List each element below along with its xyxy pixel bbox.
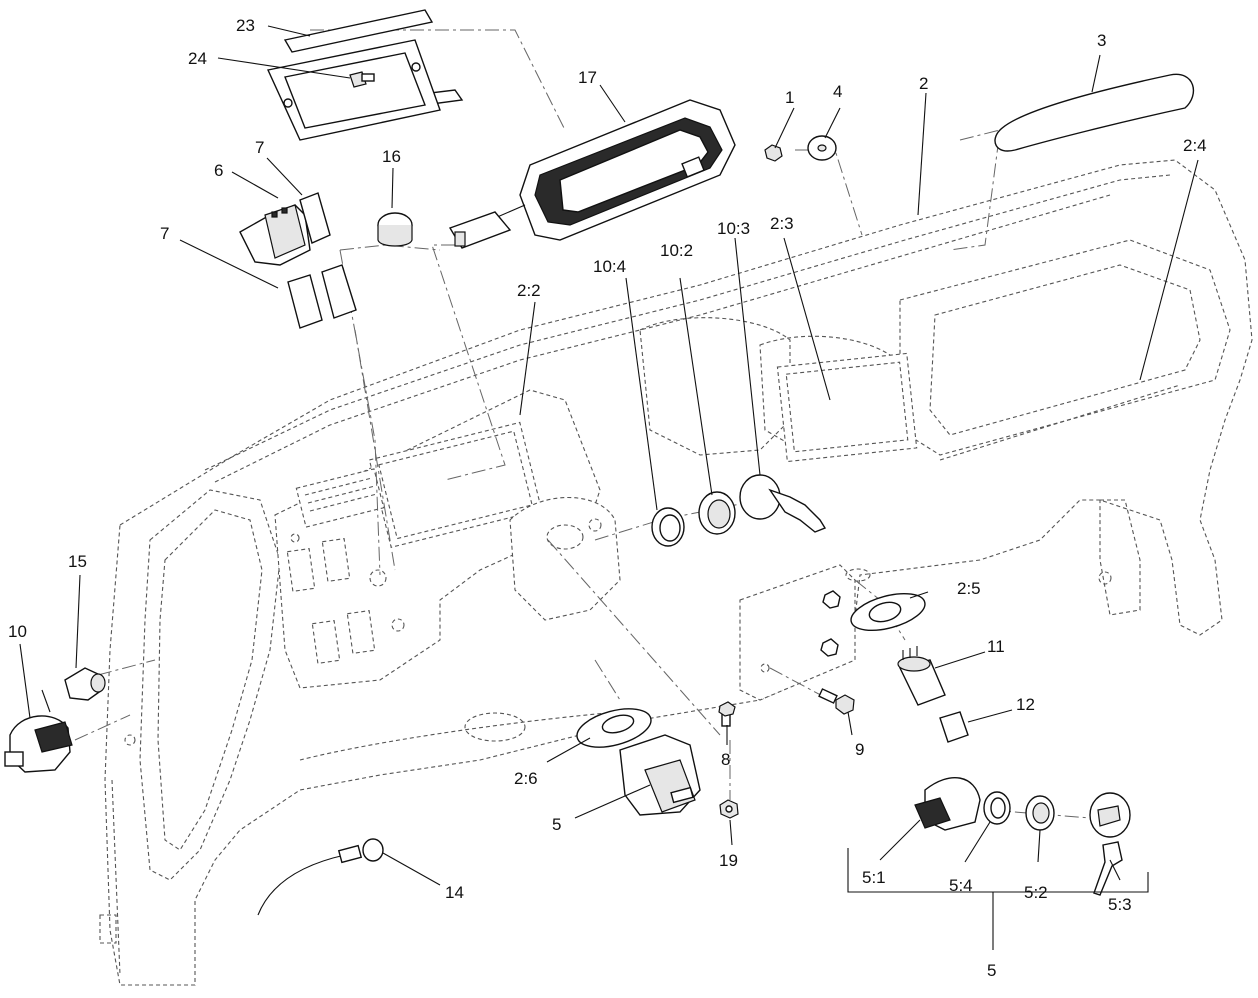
callout-labels: 23 24 17 1 4 2 3 2:4 6 7 16 7 2:3 10:3 1… bbox=[8, 16, 1207, 980]
callout-2: 2 bbox=[919, 74, 928, 93]
item-2-6-gasket bbox=[576, 708, 652, 748]
item-23-mounting-plate bbox=[266, 9, 464, 141]
callout-14: 14 bbox=[445, 883, 464, 902]
callout-2-6: 2:6 bbox=[514, 769, 538, 788]
callout-24: 24 bbox=[188, 49, 207, 68]
callout-4: 4 bbox=[833, 82, 842, 101]
item-12-cap bbox=[939, 711, 969, 743]
callout-7-bottom: 7 bbox=[160, 224, 169, 243]
item-10-key-switch bbox=[4, 689, 73, 773]
item-7-switch-cover-top bbox=[299, 192, 331, 244]
callout-5-1: 5:1 bbox=[862, 868, 886, 887]
item-11-switch bbox=[897, 646, 946, 706]
callout-1: 1 bbox=[785, 88, 794, 107]
callout-10-4: 10:4 bbox=[593, 257, 626, 276]
item-2-5-grommet bbox=[850, 592, 926, 632]
callout-10-2: 10:2 bbox=[660, 241, 693, 260]
callout-12: 12 bbox=[1016, 695, 1035, 714]
callout-7-top: 7 bbox=[255, 138, 264, 157]
item-19-nut bbox=[719, 799, 739, 819]
item-9-bolt bbox=[818, 688, 855, 715]
item-10-4-seal bbox=[651, 507, 685, 547]
callout-17: 17 bbox=[578, 68, 597, 87]
item-10-2-nut bbox=[698, 491, 736, 535]
item-10-3-key-cap bbox=[739, 474, 827, 533]
item-3-grab-handle bbox=[994, 73, 1195, 152]
item-15-indicator-light bbox=[64, 667, 106, 701]
callout-10: 10 bbox=[8, 622, 27, 641]
callout-6: 6 bbox=[214, 161, 223, 180]
switch-panel-insert bbox=[274, 389, 601, 689]
callout-5-main: 5 bbox=[552, 815, 561, 834]
item-5-ignition-switch bbox=[619, 734, 701, 816]
item-1-nut bbox=[764, 144, 783, 162]
leader-lines bbox=[19, 25, 1199, 950]
callout-10-3: 10:3 bbox=[717, 219, 750, 238]
item-5-4-washer bbox=[983, 791, 1011, 825]
callout-11: 11 bbox=[987, 637, 1005, 656]
item-5-1-switch-body bbox=[914, 776, 981, 831]
mounting-bracket bbox=[739, 564, 871, 701]
callout-5-3: 5:3 bbox=[1108, 895, 1132, 914]
callout-2-4: 2:4 bbox=[1183, 136, 1207, 155]
item-14-power-outlet bbox=[257, 838, 384, 916]
callout-3: 3 bbox=[1097, 31, 1106, 50]
item-6-rocker-switch bbox=[239, 204, 311, 266]
callout-16: 16 bbox=[382, 147, 401, 166]
callout-9: 9 bbox=[855, 740, 864, 759]
callout-23: 23 bbox=[236, 16, 255, 35]
item-5-3-cap-and-key bbox=[1089, 792, 1131, 896]
callout-5-2: 5:2 bbox=[1024, 883, 1048, 902]
item-16-button-cap bbox=[377, 212, 413, 247]
callout-5-4: 5:4 bbox=[949, 876, 973, 895]
callout-19: 19 bbox=[719, 851, 738, 870]
callout-8: 8 bbox=[721, 750, 730, 769]
callout-5-group: 5 bbox=[987, 961, 996, 980]
item-4-washer bbox=[807, 135, 837, 161]
callout-2-2: 2:2 bbox=[517, 281, 541, 300]
callout-2-5: 2:5 bbox=[957, 579, 981, 598]
item-7-switch-covers-bottom bbox=[287, 264, 357, 329]
item-5-2-nut bbox=[1025, 795, 1055, 831]
item-17-display-cluster bbox=[448, 99, 736, 249]
item-24-screw bbox=[349, 71, 375, 88]
callout-15: 15 bbox=[68, 552, 87, 571]
dashboard-panel bbox=[99, 159, 1253, 986]
callout-2-3: 2:3 bbox=[770, 214, 794, 233]
item-8-screw bbox=[718, 701, 736, 727]
